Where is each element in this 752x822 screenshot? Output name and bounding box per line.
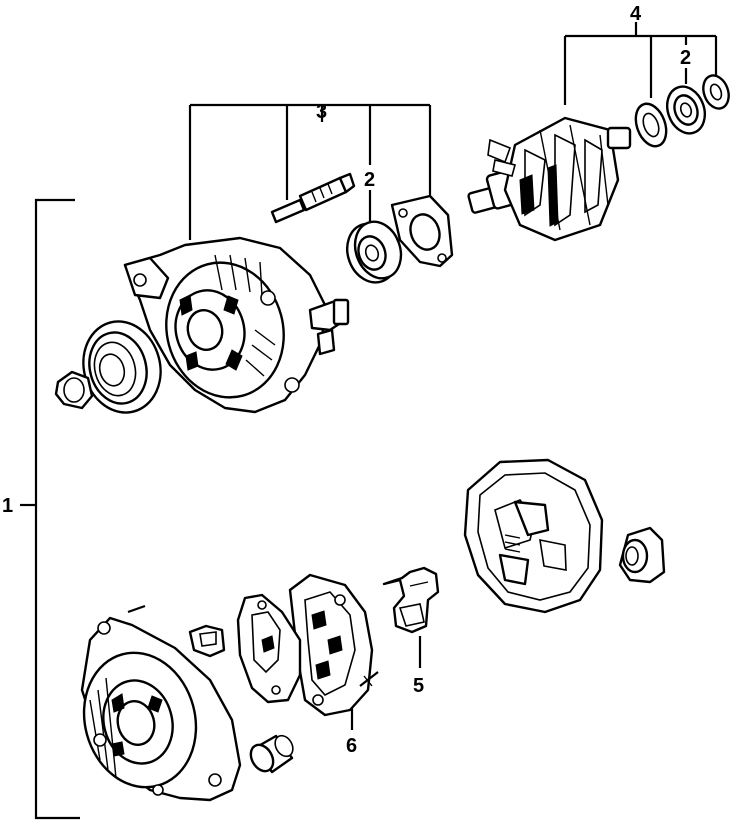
callout-2-bearing: 2: [364, 169, 375, 191]
rectifier: [288, 573, 379, 717]
rotor-washer: [634, 102, 668, 148]
rotor-end-washer: [702, 74, 730, 110]
rear-end-frame: [463, 458, 604, 614]
pulley-nut: [54, 370, 94, 410]
rotor-part: [467, 116, 632, 242]
rotor-bearing: [665, 85, 707, 135]
front-bearing: [346, 220, 403, 284]
terminal-insulator: [618, 526, 666, 584]
leader-lines: [188, 22, 718, 730]
callout-5: 5: [413, 675, 424, 697]
callout-3: 3: [316, 101, 327, 123]
callout-4: 4: [630, 3, 642, 25]
callout-1: 1: [2, 495, 13, 517]
stud-bolt: [270, 172, 356, 224]
pulley: [82, 320, 162, 414]
assembly-bracket: [20, 198, 80, 820]
brush-holder: [236, 593, 302, 704]
bearing-retainer-plate: [390, 194, 454, 268]
brush-clip: [188, 624, 226, 658]
bushing: [249, 734, 294, 774]
regulator: [382, 566, 440, 634]
front-end-frame: [80, 604, 242, 802]
alternator-assembly: [123, 236, 350, 414]
callout-6: 6: [346, 735, 357, 757]
callout-2-rotor-bearing: 2: [680, 47, 691, 69]
